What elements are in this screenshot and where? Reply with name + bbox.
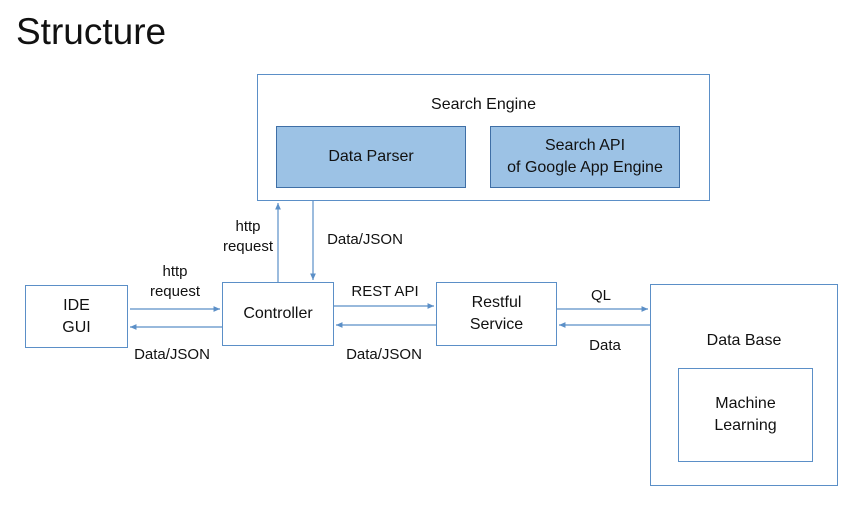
search-engine-label: Search Engine [431, 96, 536, 113]
controller-box: Controller [222, 282, 334, 346]
search-api-box: Search API of Google App Engine [490, 126, 680, 188]
edge-label-db-to-restful: Data [589, 337, 621, 354]
machine-learning-box: Machine Learning [678, 368, 813, 462]
edge-label-controller-to-search: http request [222, 218, 274, 255]
edge-label-controller-to-restful: REST API [351, 283, 419, 300]
restful-service-box: Restful Service [436, 282, 557, 346]
data-parser-box: Data Parser [276, 126, 466, 188]
database-label: Data Base [706, 332, 782, 349]
edge-label-restful-to-db: QL [590, 287, 611, 304]
edge-label-search-to-controller: Data/JSON [327, 231, 403, 248]
ide-gui-box: IDE GUI [25, 285, 128, 348]
page-title: Structure [16, 11, 167, 52]
edge-label-restful-to-controller: Data/JSON [346, 346, 422, 363]
edge-label-controller-to-gui: Data/JSON [134, 346, 210, 363]
edge-label-gui-to-controller: http request [149, 263, 201, 300]
